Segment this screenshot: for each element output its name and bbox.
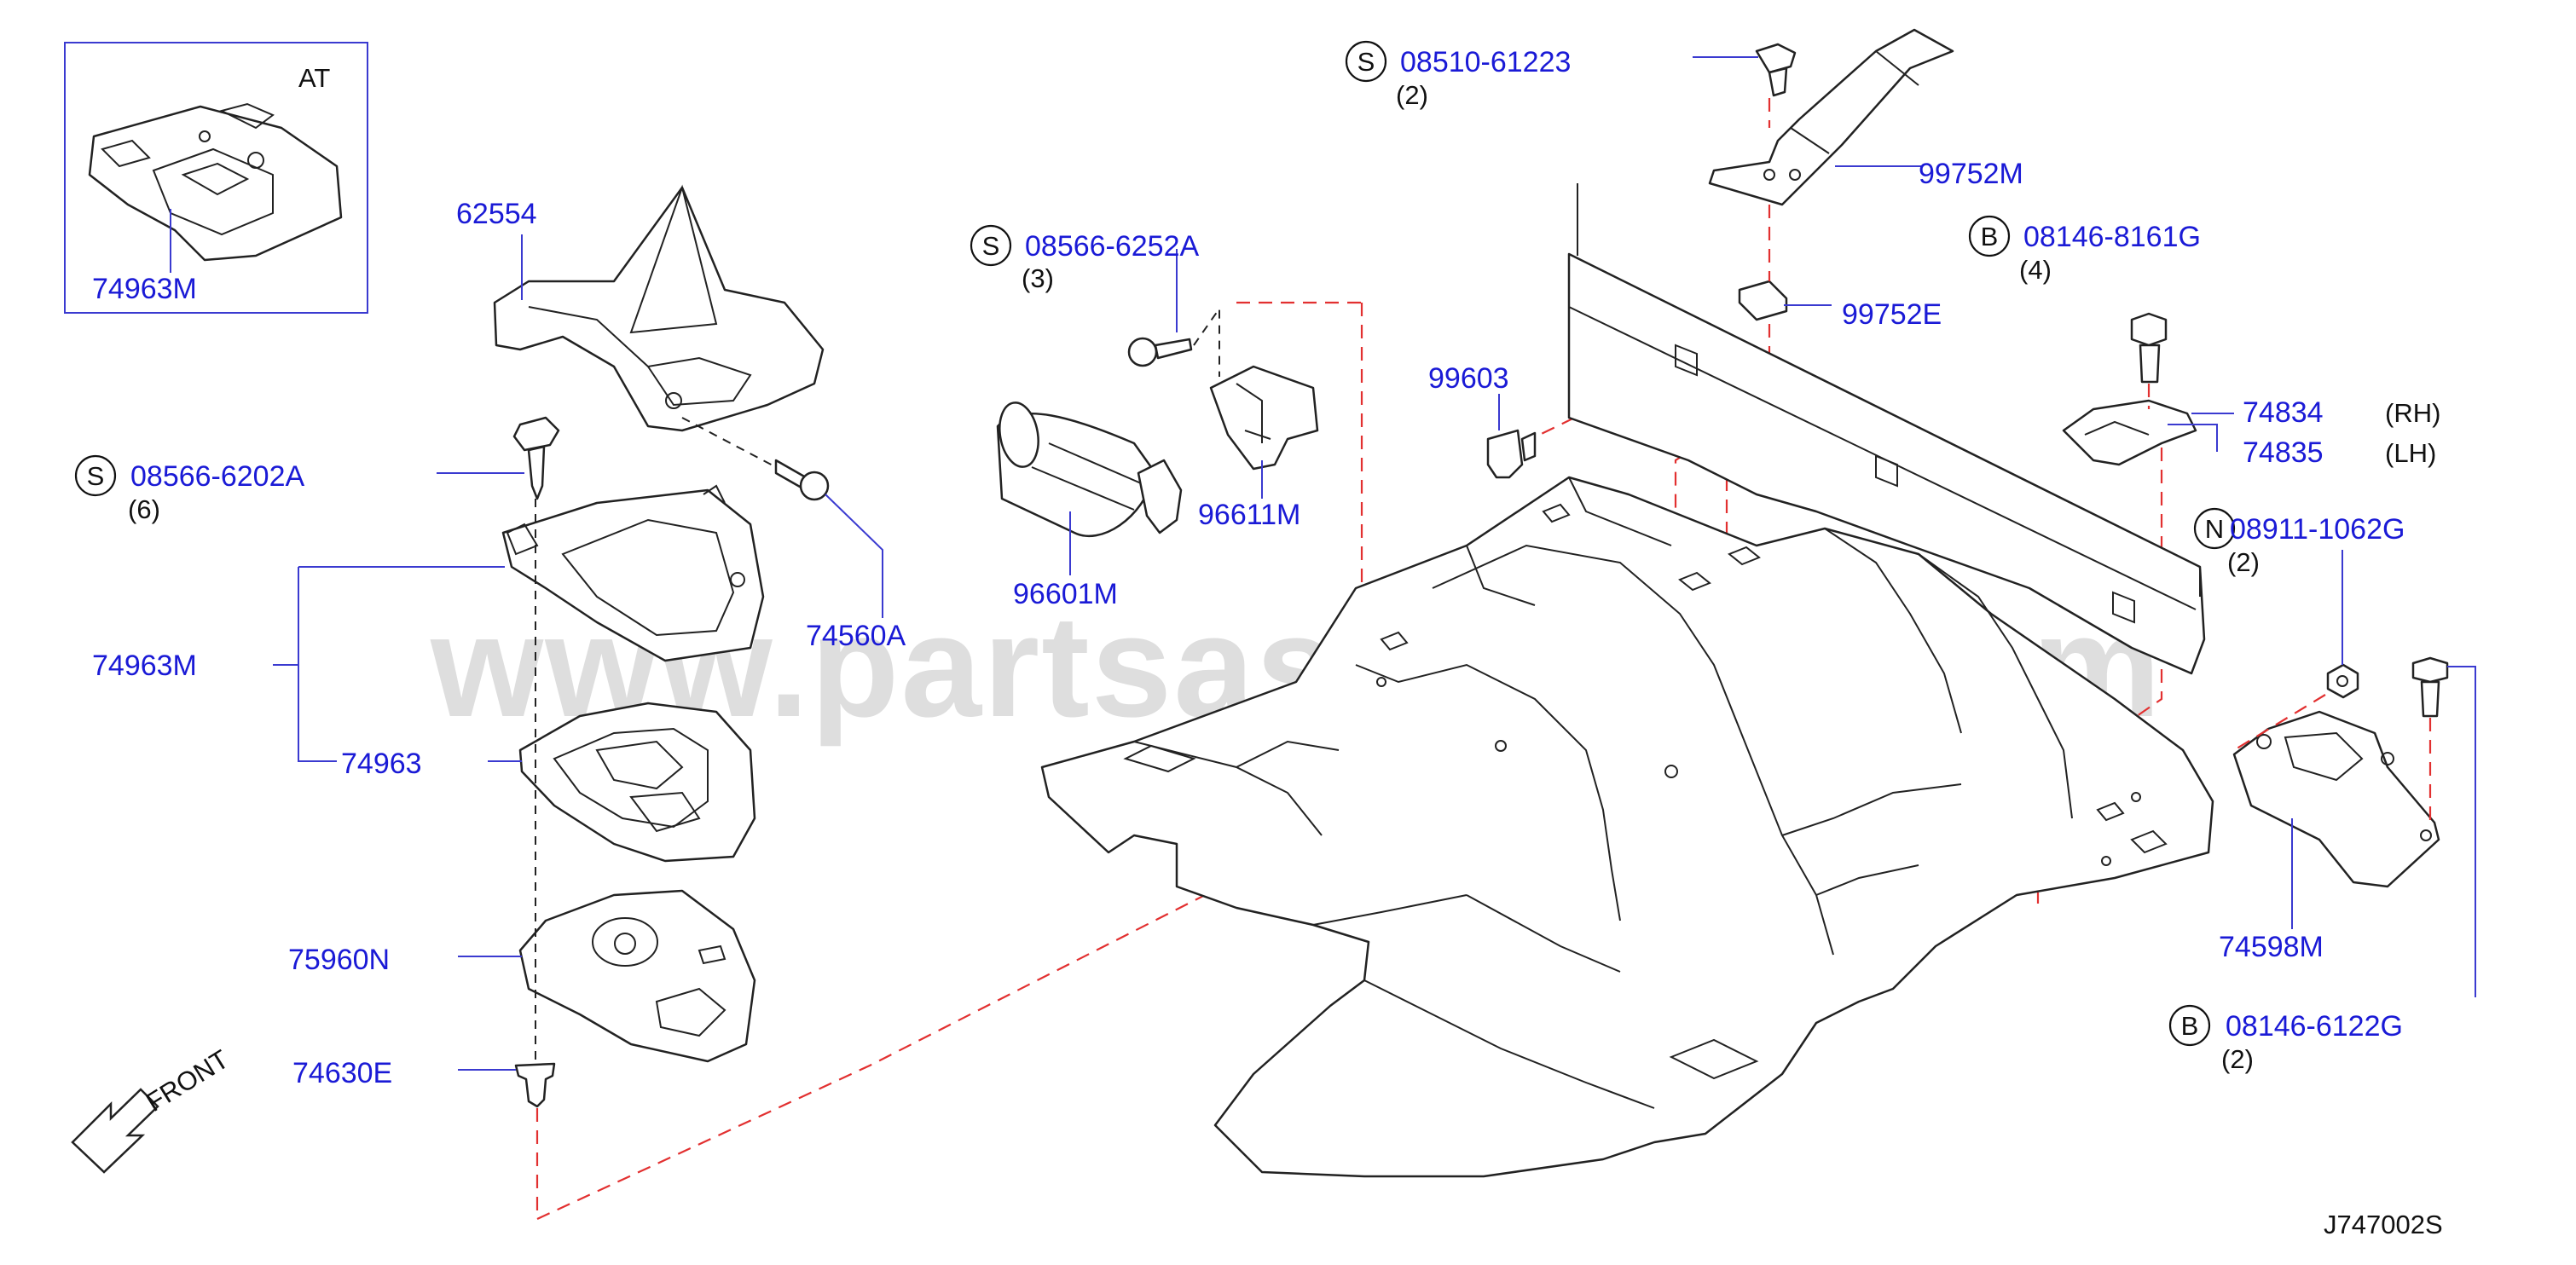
nut-08911-1062g-drawing xyxy=(2326,663,2359,699)
screw-74560a-drawing xyxy=(774,459,830,501)
prefix-circle xyxy=(2168,1004,2211,1047)
clip-99603-drawing xyxy=(1486,429,1537,479)
callout-qty: (6) xyxy=(128,494,160,524)
callout-label: 62554 xyxy=(456,198,537,230)
callout-qty: (2) xyxy=(2227,547,2260,577)
callout-label: 74630E xyxy=(292,1057,392,1089)
front-arrow: FRONT xyxy=(71,1044,234,1174)
bracket-99752m-drawing xyxy=(1708,28,1954,206)
callout-label: 08510-61223 xyxy=(1400,46,1571,78)
prefix-circle xyxy=(970,224,1012,267)
callout-label: 99752M xyxy=(1919,158,2023,190)
bolt-08146-6122g-drawing xyxy=(2411,656,2449,718)
prefix-circle xyxy=(1968,215,2011,257)
callout-label: 08911-1062G xyxy=(2230,513,2405,546)
callout-qty: (4) xyxy=(2019,255,2052,285)
inset-title: AT xyxy=(298,63,330,93)
callout-label: 74963M xyxy=(92,650,197,682)
callout-label: 96601M xyxy=(1013,578,1118,610)
plate-74963-drawing xyxy=(518,702,756,863)
callout-label: 08566-6252A xyxy=(1025,230,1200,263)
bolt-08146-8161g-drawing xyxy=(2130,312,2168,384)
floor-pan-drawing xyxy=(1040,183,2214,1178)
prefix-circle xyxy=(2193,507,2236,550)
bolt-08566-6202a-drawing xyxy=(512,416,560,500)
callout-prefix: N xyxy=(2205,514,2224,544)
callout-label: 96611M xyxy=(1198,499,1300,531)
callout-qty: (2) xyxy=(2221,1044,2254,1074)
callout-label: 74963M xyxy=(92,273,197,305)
bracket-96611m-drawing xyxy=(1209,365,1319,471)
callout-label: 75960N xyxy=(288,944,390,976)
callout-label: 99603 xyxy=(1428,362,1509,395)
diagram-code: J747002S xyxy=(2324,1210,2443,1239)
callout-label: 74834 xyxy=(2243,396,2324,429)
callout-label: 99752E xyxy=(1842,298,1942,331)
prefix-circle xyxy=(1345,40,1387,83)
inset-frame xyxy=(64,42,368,314)
callout-label: 74598M xyxy=(2219,931,2324,963)
callout-prefix: S xyxy=(982,231,1000,261)
callout-prefix: B xyxy=(2181,1011,2199,1041)
clip-99752e-drawing xyxy=(1738,280,1788,321)
callout-qty: (3) xyxy=(1022,263,1054,293)
callout-prefix: B xyxy=(1981,222,1999,251)
front-label: FRONT xyxy=(141,1044,234,1118)
bracket-74834-drawing xyxy=(2062,399,2197,466)
callout-qty: (2) xyxy=(1396,80,1428,110)
callout-prefix: S xyxy=(1357,47,1375,77)
callout-label: 74560A xyxy=(806,620,906,652)
shift-boot-drawing xyxy=(493,184,825,432)
callout-label: 74963 xyxy=(341,748,422,780)
canister-drawing xyxy=(996,401,1183,538)
prefix-circle xyxy=(74,454,117,497)
bolt-08510-61223-drawing xyxy=(1755,43,1797,97)
callout-label: 08566-6202A xyxy=(130,460,305,493)
callout-prefix: S xyxy=(87,461,105,491)
plate-75960n-drawing xyxy=(518,889,756,1063)
callout-side: (RH) xyxy=(2385,398,2440,428)
callout-label: 08146-8161G xyxy=(2023,221,2201,253)
bracket-74963m-drawing xyxy=(501,484,765,662)
inset-bracket-drawing xyxy=(88,102,343,262)
callouts: 62554 S 08566-6202A (6) 74963M 74963 745… xyxy=(74,40,2440,1089)
callout-label: 08146-6122G xyxy=(2226,1010,2403,1043)
bracket-74598m-drawing xyxy=(2232,710,2440,888)
callout-side: (LH) xyxy=(2385,438,2436,468)
clip-74630e-drawing xyxy=(514,1062,556,1108)
screw-08566-6252a-drawing xyxy=(1127,337,1193,367)
callout-label: 74835 xyxy=(2243,436,2324,469)
